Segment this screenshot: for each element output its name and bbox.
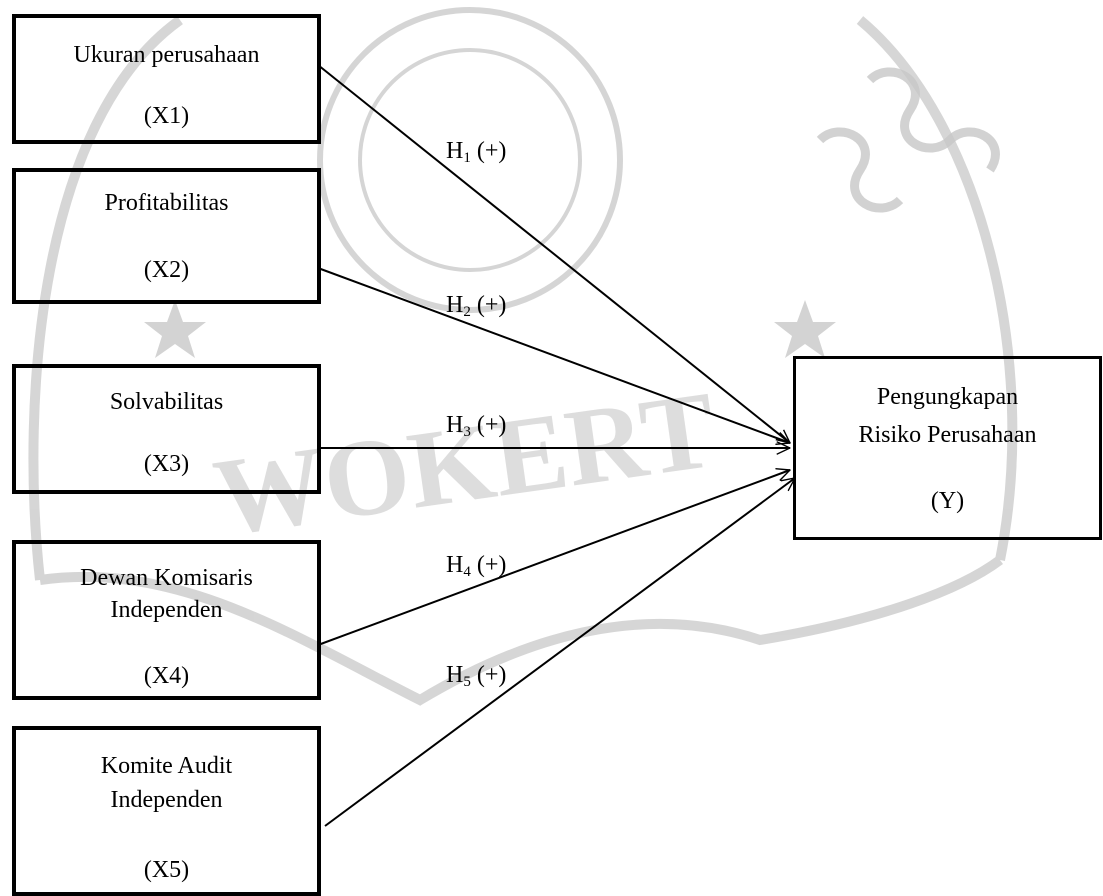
variable-name-line2: Independen xyxy=(110,597,223,623)
hypothesis-label-h5: H5 (+) xyxy=(446,662,507,690)
arrow-h1 xyxy=(317,64,790,443)
hypothesis-label-h4: H4 (+) xyxy=(446,552,507,580)
variable-code: (X3) xyxy=(143,451,190,477)
arrow-h4 xyxy=(317,470,790,646)
variable-box-x2: Profitabilitas (X2) xyxy=(12,168,321,304)
variable-code: (X4) xyxy=(143,663,190,689)
dependent-variable-box: Pengungkapan Risiko Perusahaan (Y) xyxy=(793,356,1102,540)
variable-box-x1: Ukuran perusahaan (X1) xyxy=(12,14,321,144)
dependent-code: (Y) xyxy=(930,488,965,514)
hypothesis-label-h2: H2 (+) xyxy=(446,292,507,320)
variable-name-line1: Dewan Komisaris xyxy=(80,565,253,591)
variable-name: Solvabilitas xyxy=(109,389,224,415)
variable-code: (X1) xyxy=(143,103,190,129)
arrow-h5 xyxy=(324,478,795,827)
variable-box-x3: Solvabilitas (X3) xyxy=(12,364,321,494)
variable-name: Ukuran perusahaan xyxy=(73,42,260,68)
variable-name-line2: Independen xyxy=(110,787,223,813)
variable-code: (X2) xyxy=(143,257,190,283)
dependent-name-line2: Risiko Perusahaan xyxy=(858,422,1037,448)
variable-box-x4: Dewan Komisaris Independen (X4) xyxy=(12,540,321,700)
hypothesis-label-h1: H1 (+) xyxy=(446,138,507,166)
variable-name-line1: Komite Audit xyxy=(100,753,233,779)
variable-box-x5: Komite Audit Independen (X5) xyxy=(12,726,321,896)
arrow-h2 xyxy=(317,267,790,443)
variable-code: (X5) xyxy=(143,857,190,883)
variable-name: Profitabilitas xyxy=(104,190,229,216)
dependent-name-line1: Pengungkapan xyxy=(876,384,1019,410)
hypothesis-label-h3: H3 (+) xyxy=(446,412,507,440)
